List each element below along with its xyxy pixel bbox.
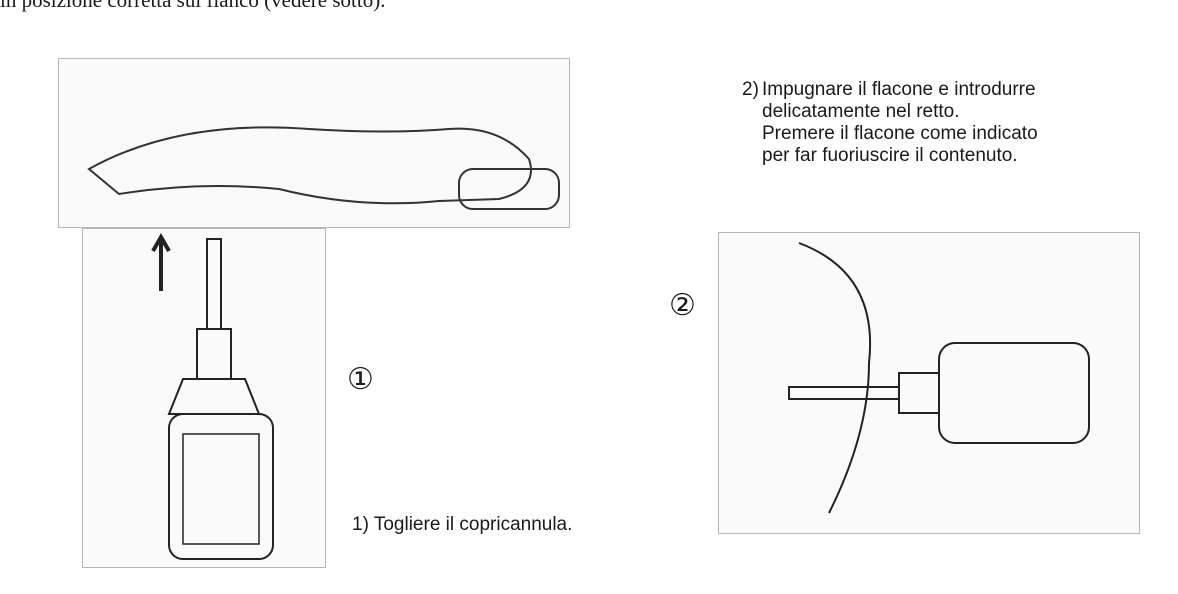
insert-bottle-illustration <box>718 232 1140 534</box>
step-1-text: Togliere il copricannula. <box>374 514 573 535</box>
up-arrow-icon <box>153 237 169 291</box>
step-2-text-1: Impugnare il flacone e introdurre <box>762 79 1036 100</box>
patient-lying-illustration <box>58 58 570 228</box>
bottle-body <box>939 343 1089 443</box>
bottle-sketch <box>83 229 325 567</box>
patient-outline-sketch <box>59 59 569 227</box>
cannula <box>789 387 899 399</box>
step-2-line-2: delicatamente nel retto. <box>742 101 1038 123</box>
bottle-body <box>169 414 273 559</box>
step-marker-1: ① <box>347 365 374 395</box>
cut-off-text-line: in posizione corretta sul fianco (vedere… <box>0 0 1178 13</box>
step-marker-2: ② <box>669 291 696 321</box>
step-2-caption: 2)Impugnare il flacone e introdurre deli… <box>742 79 1038 167</box>
insertion-sketch <box>719 233 1139 533</box>
step-2-line-4: per far fuoriuscire il contenuto. <box>742 145 1038 167</box>
step-2-number: 2) <box>742 79 762 101</box>
step-1-caption: 1) Togliere il copricannula. <box>352 514 572 536</box>
step-1-number: 1) <box>352 514 369 535</box>
cannula-cap <box>207 239 221 329</box>
step-2-line-3: Premere il flacone come indicato <box>742 123 1038 145</box>
step-2-line-1: 2)Impugnare il flacone e introdurre <box>742 79 1038 101</box>
remove-cap-illustration <box>82 228 326 568</box>
